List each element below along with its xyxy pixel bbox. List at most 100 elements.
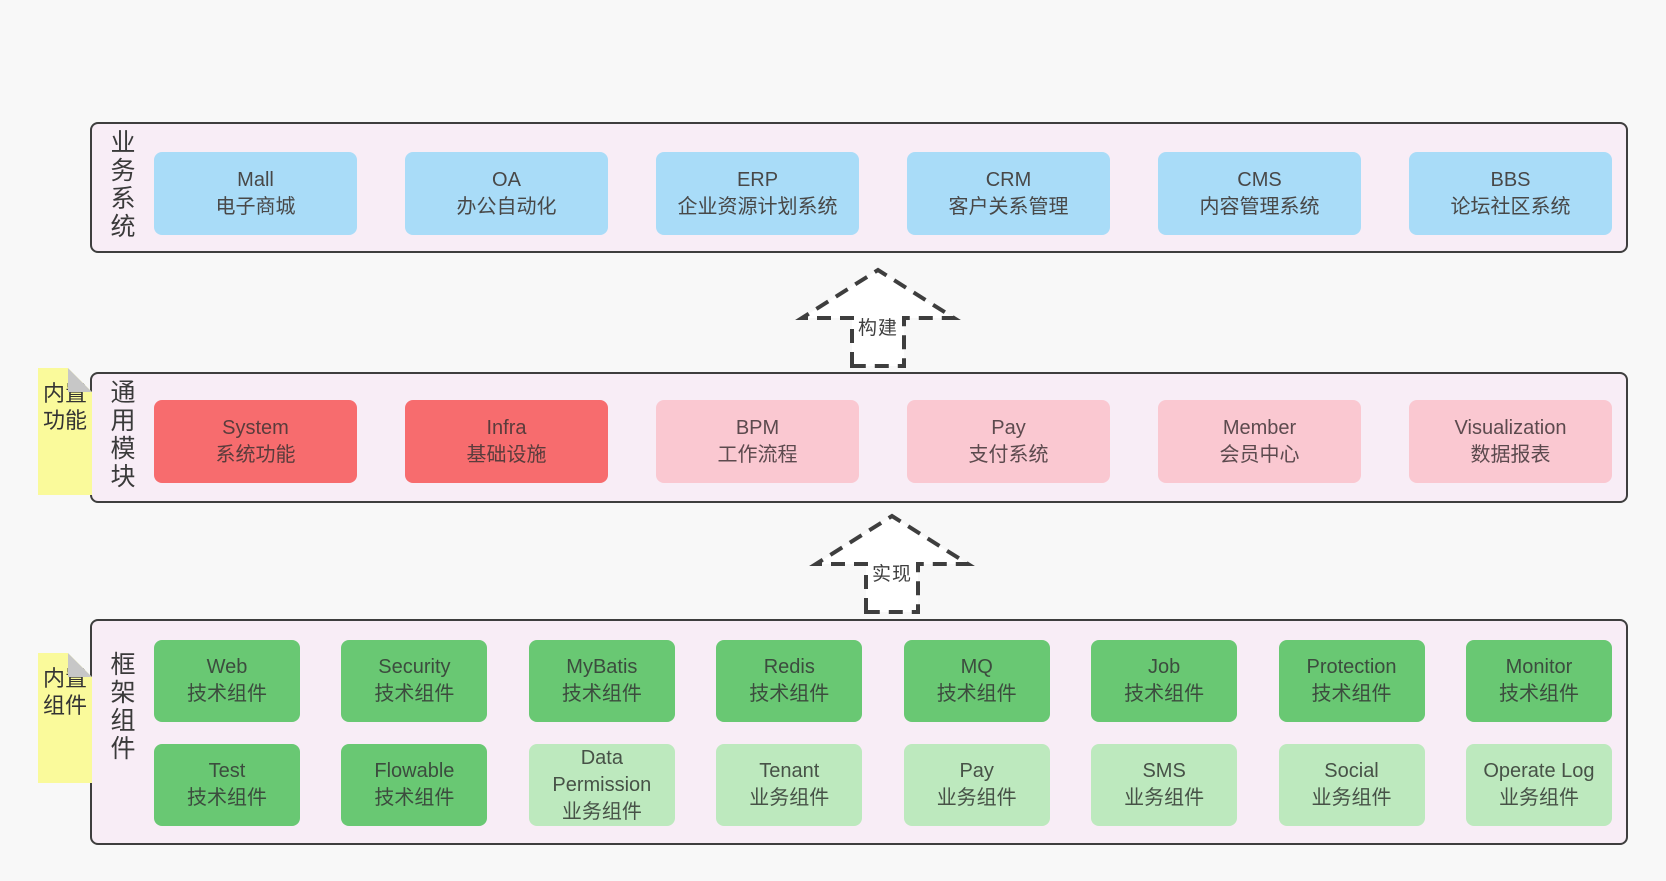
box-name: Pay [959, 760, 994, 782]
box-name: Visualization [1454, 416, 1567, 439]
band-business-systems: 业务系统 Mall 电子商城 OA 办公自动化 ERP 企业资源计划系统 CRM… [90, 122, 1628, 253]
box-job: Job 技术组件 [1091, 640, 1238, 722]
box-name: Redis [763, 656, 815, 678]
box-erp: ERP 企业资源计划系统 [656, 152, 859, 235]
box-social: Social 业务组件 [1278, 744, 1425, 826]
band-framework-components: 框架组件 Web 技术组件 Security 技术组件 MyBatis 技术组件… [90, 619, 1628, 845]
box-subtitle: 基础设施 [466, 443, 547, 466]
box-monitor: Monitor 技术组件 [1465, 640, 1612, 722]
box-mybatis: MyBatis 技术组件 [528, 640, 675, 722]
box-subtitle: 办公自动化 [456, 195, 557, 218]
box-bbs: BBS 论坛社区系统 [1409, 152, 1612, 235]
box-name: Member [1222, 416, 1297, 439]
box-protection: Protection 技术组件 [1278, 640, 1425, 722]
box-name: Flowable [374, 760, 455, 782]
box-subtitle: 技术组件 [187, 683, 267, 705]
box-mq: MQ 技术组件 [903, 640, 1050, 722]
folded-corner-icon [68, 653, 92, 677]
box-name: Tenant [759, 760, 820, 782]
box-name: BBS [1490, 168, 1531, 191]
box-name: Infra [486, 416, 527, 439]
box-name: BPM [735, 416, 780, 439]
band-label-framework-components: 框架组件 [110, 651, 136, 763]
box-subtitle: 业务组件 [1124, 787, 1205, 809]
arrow-build-label: 构建 [854, 312, 901, 341]
box-subtitle: 技术组件 [749, 683, 830, 705]
sticky-note-built-in-components: 内置组件 [38, 653, 92, 783]
box-subtitle: 业务组件 [1498, 787, 1579, 809]
box-sms: SMS 业务组件 [1091, 744, 1238, 826]
box-redis: Redis 技术组件 [716, 640, 863, 722]
box-name: Monitor [1505, 656, 1573, 678]
box-name: Protection [1306, 656, 1397, 678]
box-name: Web [206, 656, 248, 678]
box-name: System [222, 416, 289, 439]
box-name: Security [378, 656, 451, 678]
box-subtitle: 系统功能 [215, 443, 296, 466]
box-tenant: Tenant 业务组件 [716, 744, 863, 826]
common-modules-row: System 系统功能 Infra 基础设施 BPM 工作流程 Pay 支付系统… [154, 400, 1612, 483]
sticky-note-built-in-features: 内置功能 [38, 368, 92, 495]
box-name: MyBatis [566, 656, 638, 678]
arrow-implement-label-wrap: 实现 [802, 558, 982, 587]
box-member: Member 会员中心 [1158, 400, 1361, 483]
box-name: MQ [960, 656, 993, 678]
box-subtitle: 技术组件 [374, 683, 455, 705]
box-subtitle: 业务组件 [936, 787, 1017, 809]
box-name: SMS [1142, 760, 1186, 782]
box-pay-module: Pay 支付系统 [907, 400, 1110, 483]
box-name: Social [1324, 760, 1379, 782]
arrow-build-label-wrap: 构建 [788, 312, 968, 341]
box-pay-component: Pay 业务组件 [903, 744, 1050, 826]
folded-corner-icon [68, 368, 92, 392]
arrow-implement-label: 实现 [868, 558, 915, 587]
box-name: Data Permission [552, 746, 652, 796]
framework-components-row-2: Test 技术组件 Flowable 技术组件 Data Permission … [154, 744, 1612, 826]
sticky-note-text: 内置组件 [42, 666, 87, 718]
box-subtitle: 支付系统 [968, 443, 1049, 466]
box-oa: OA 办公自动化 [405, 152, 608, 235]
arrow-implement: 实现 [802, 508, 982, 618]
box-name: Operate Log [1483, 760, 1595, 782]
box-system: System 系统功能 [154, 400, 357, 483]
box-data-permission: Data Permission 业务组件 [528, 744, 675, 826]
box-subtitle: 电子商城 [215, 195, 296, 218]
box-visualization: Visualization 数据报表 [1409, 400, 1612, 483]
box-name: Mall [237, 168, 274, 191]
box-subtitle: 业务组件 [1311, 787, 1392, 809]
box-crm: CRM 客户关系管理 [907, 152, 1110, 235]
box-subtitle: 论坛社区系统 [1450, 195, 1571, 218]
box-name: OA [492, 168, 521, 191]
box-security: Security 技术组件 [341, 640, 488, 722]
box-subtitle: 企业资源计划系统 [677, 195, 838, 218]
box-subtitle: 数据报表 [1470, 443, 1551, 466]
box-web: Web 技术组件 [154, 640, 300, 722]
box-subtitle: 工作流程 [717, 443, 798, 466]
box-cms: CMS 内容管理系统 [1158, 152, 1361, 235]
box-subtitle: 技术组件 [1498, 683, 1579, 705]
box-infra: Infra 基础设施 [405, 400, 608, 483]
box-name: Pay [991, 416, 1026, 439]
box-test: Test 技术组件 [154, 744, 300, 826]
box-name: CRM [985, 168, 1032, 191]
box-subtitle: 技术组件 [561, 683, 642, 705]
box-name: ERP [736, 168, 779, 191]
box-subtitle: 会员中心 [1219, 443, 1300, 466]
box-subtitle: 业务组件 [561, 800, 642, 823]
box-operate-log: Operate Log 业务组件 [1465, 744, 1612, 826]
band-common-modules: 通用模块 System 系统功能 Infra 基础设施 BPM 工作流程 Pay… [90, 372, 1628, 503]
box-bpm: BPM 工作流程 [656, 400, 859, 483]
arrow-build: 构建 [788, 262, 968, 372]
framework-components-row-1: Web 技术组件 Security 技术组件 MyBatis 技术组件 Redi… [154, 640, 1612, 722]
box-mall: Mall 电子商城 [154, 152, 357, 235]
box-name: Test [208, 760, 246, 782]
box-subtitle: 业务组件 [749, 787, 830, 809]
box-subtitle: 技术组件 [187, 787, 267, 809]
band-label-business-systems: 业务系统 [110, 129, 136, 241]
box-subtitle: 技术组件 [374, 787, 455, 809]
box-name: Job [1147, 656, 1181, 678]
box-subtitle: 客户关系管理 [948, 195, 1069, 218]
box-subtitle: 技术组件 [1124, 683, 1205, 705]
box-subtitle: 技术组件 [936, 683, 1017, 705]
